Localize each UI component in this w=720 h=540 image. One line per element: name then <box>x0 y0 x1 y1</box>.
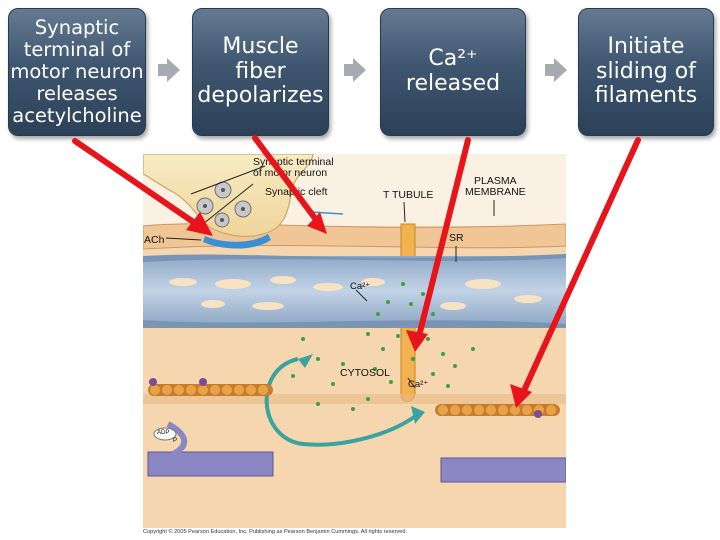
muscle-excitation-figure: Synaptic terminal of motor neuron Synapt… <box>143 154 566 528</box>
chevron-right-icon <box>158 58 180 82</box>
thick-filament-left <box>147 451 274 477</box>
calcium-recycle-arrow <box>264 357 420 447</box>
myofibril-lower <box>143 394 566 404</box>
copyright-text: Copyright © 2005 Pearson Education, Inc.… <box>143 529 408 535</box>
label-ach: ACh <box>144 234 165 246</box>
label-ca-sr: Ca²⁺ <box>350 281 371 292</box>
sarcoplasmic-reticulum <box>143 256 566 326</box>
label-cytosol: CYTOSOL <box>340 367 390 379</box>
label-ca-cytosol: Ca²⁺ <box>408 379 429 390</box>
label-adp: ADP <box>157 430 170 436</box>
myosin-head-left <box>166 421 188 457</box>
adp-bubble <box>153 427 177 441</box>
flow-step-3: Ca²⁺ released <box>380 8 526 136</box>
chevron-right-icon <box>545 58 567 82</box>
flow-step-1-text: Synaptic terminal of motor neuron releas… <box>10 16 144 127</box>
label-t-tubule: T TUBULE <box>383 189 434 201</box>
figure-drawing <box>143 154 566 528</box>
label-sr: SR <box>449 232 464 244</box>
thin-filament-left <box>148 378 273 396</box>
flow-step-4-text: Initiate sliding of filaments <box>594 34 698 109</box>
thin-filament-right <box>435 404 560 418</box>
label-p: P <box>173 438 178 444</box>
flow-step-2-text: Muscle fiber depolarizes <box>197 34 324 109</box>
plasma-membrane <box>143 223 566 250</box>
thick-filament-right <box>440 457 566 483</box>
flow-step-3-text: Ca²⁺ released <box>405 46 501 96</box>
flow-step-4: Initiate sliding of filaments <box>578 8 714 136</box>
flow-step-2: Muscle fiber depolarizes <box>192 8 329 136</box>
label-synaptic-terminal: Synaptic terminal of motor neuron <box>253 156 334 180</box>
label-synaptic-cleft: Synaptic cleft <box>265 186 328 198</box>
ach-receptors <box>203 234 271 249</box>
label-plasma-membrane: PLASMA MEMBRANE <box>465 175 526 199</box>
chevron-right-icon <box>344 58 366 82</box>
flow-step-1: Synaptic terminal of motor neuron releas… <box>8 8 146 136</box>
